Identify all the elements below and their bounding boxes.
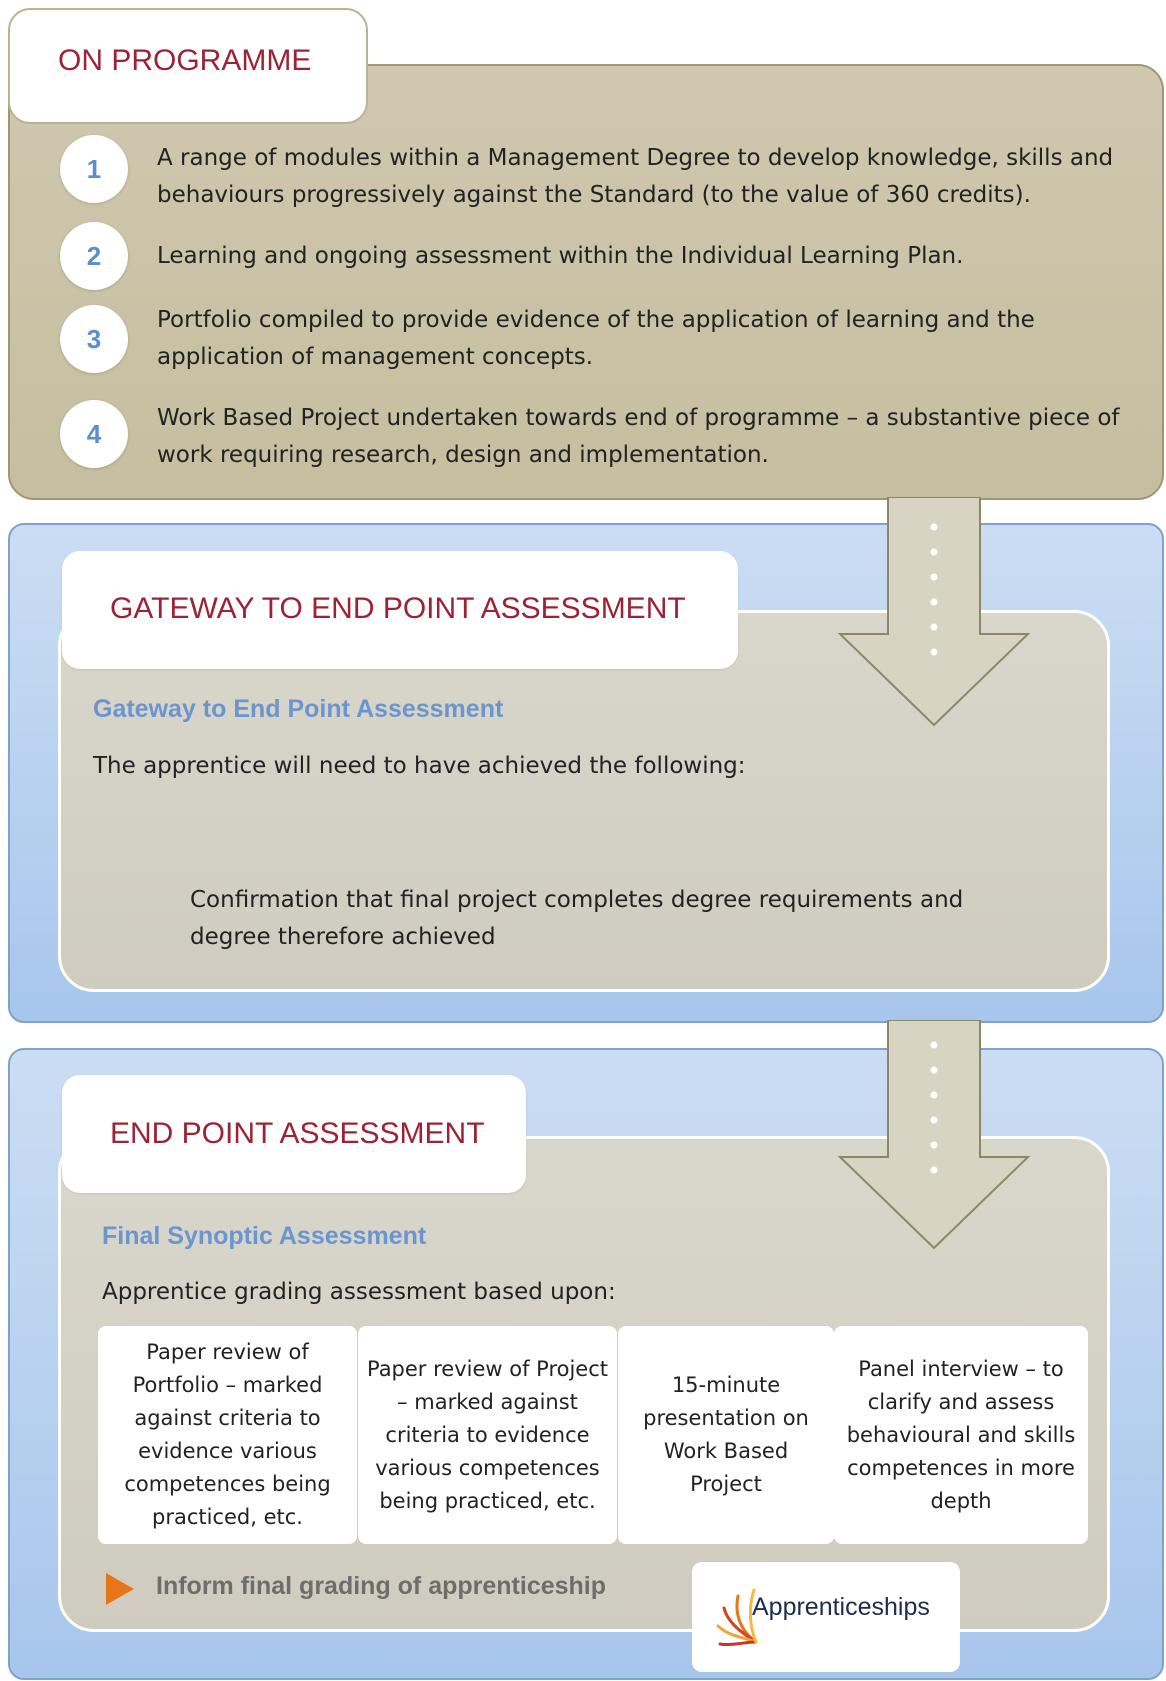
on-programme-title: ON PROGRAMME: [58, 44, 312, 77]
on-programme-tab: [8, 8, 368, 124]
step-number-4: 4: [60, 400, 128, 468]
gateway-intro: The apprentice will need to have achieve…: [93, 753, 746, 779]
down-arrow-icon: [837, 497, 1031, 727]
apprenticeships-logo: [692, 1562, 960, 1672]
end-point-subheading: Final Synoptic Assessment: [102, 1222, 427, 1250]
step-number-1: 1: [60, 135, 128, 203]
step-text-3: Portfolio compiled to provide evidence o…: [157, 307, 1035, 370]
gateway-tab: [62, 551, 738, 669]
gateway-subheading: Gateway to End Point Assessment: [93, 695, 504, 723]
assessment-component-interview: Panel interview – to clarify and assess …: [834, 1326, 1088, 1544]
grading-note: Inform final grading of apprenticeship: [156, 1572, 607, 1600]
end-point-tab: [62, 1075, 526, 1193]
assessment-component-project: Paper review of Project – marked against…: [358, 1326, 617, 1544]
sunburst-logo-icon: [716, 1588, 758, 1647]
orange-arrow-icon: [106, 1573, 134, 1605]
step-number-2: 2: [60, 222, 128, 290]
end-point-title: END POINT ASSESSMENT: [110, 1117, 485, 1150]
assessment-component-portfolio: Paper review of Portfolio – marked again…: [98, 1326, 357, 1544]
assessment-component-presentation: 15-minute presentation on Work Based Pro…: [618, 1326, 834, 1544]
step-number-3: 3: [60, 305, 128, 373]
step-text-4: Work Based Project undertaken towards en…: [157, 405, 1120, 468]
apprenticeships-logo-text: Apprenticeships: [752, 1593, 930, 1621]
on-programme-panel: [8, 64, 1164, 500]
gateway-confirmation: Confirmation that final project complete…: [190, 887, 964, 950]
down-arrow-icon: [837, 1020, 1031, 1250]
step-text-1: A range of modules within a Management D…: [157, 145, 1114, 208]
step-text-2: Learning and ongoing assessment within t…: [157, 243, 964, 269]
end-point-intro: Apprentice grading assessment based upon…: [102, 1279, 616, 1305]
gateway-title: GATEWAY TO END POINT ASSESSMENT: [110, 592, 686, 625]
